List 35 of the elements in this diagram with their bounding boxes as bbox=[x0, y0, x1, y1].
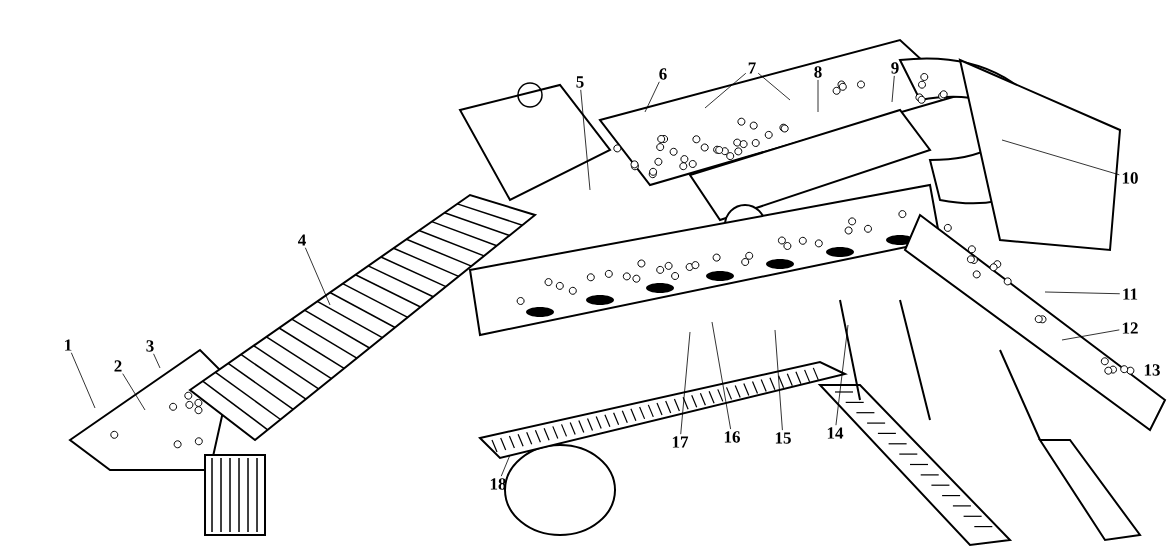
callout-number: 1 bbox=[65, 339, 72, 351]
callout-number: 8 bbox=[814, 66, 822, 78]
callout-number: 14 bbox=[827, 427, 844, 439]
callout-number: 16 bbox=[724, 431, 740, 443]
callout-number: 17 bbox=[672, 436, 689, 448]
callout-number: 15 bbox=[775, 432, 791, 444]
leader-line bbox=[580, 89, 591, 191]
leader-line bbox=[891, 75, 895, 103]
leader-line bbox=[711, 321, 732, 430]
callout-number: 9 bbox=[891, 62, 899, 74]
leader-line bbox=[704, 72, 747, 109]
leader-line bbox=[644, 81, 660, 113]
leader-line bbox=[153, 353, 161, 369]
leader-line bbox=[835, 324, 849, 426]
leader-line bbox=[1061, 329, 1120, 341]
leader-line bbox=[122, 373, 146, 411]
callout-number: 11 bbox=[1123, 288, 1138, 300]
callout-number: 2 bbox=[114, 360, 122, 372]
callout-number: 12 bbox=[1122, 322, 1138, 334]
callout-number: 7 bbox=[748, 62, 756, 74]
leader-line bbox=[500, 454, 511, 477]
leader-line bbox=[1001, 139, 1120, 176]
callout-number: 10 bbox=[1122, 172, 1138, 184]
leader-line bbox=[774, 329, 783, 431]
callout-number: 4 bbox=[298, 234, 306, 246]
leader-line bbox=[1044, 291, 1121, 295]
leader-line bbox=[680, 331, 691, 435]
callout-number: 6 bbox=[659, 68, 667, 80]
callout-number: 5 bbox=[576, 76, 584, 88]
callout-number: 3 bbox=[146, 340, 154, 352]
leader-line bbox=[817, 79, 819, 113]
leader-line bbox=[70, 352, 96, 409]
callout-number: 13 bbox=[1144, 364, 1160, 376]
leader-line bbox=[304, 247, 331, 306]
leader-line bbox=[757, 72, 791, 101]
